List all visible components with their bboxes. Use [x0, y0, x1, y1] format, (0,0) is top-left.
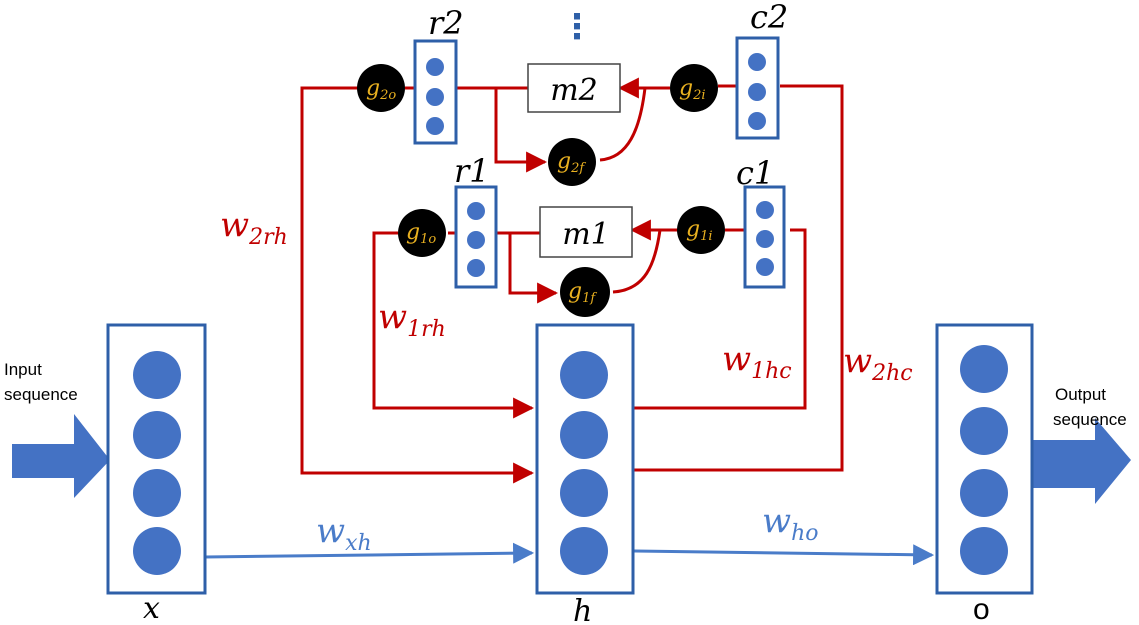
g1i-gate: g1i — [677, 206, 725, 254]
w1rh-line — [372, 231, 535, 419]
ellipsis-label: ⋮ — [560, 7, 594, 47]
who-label: who — [762, 501, 819, 546]
c1-label: c1 — [736, 154, 774, 192]
r1-label: r1 — [454, 152, 490, 190]
o-layer — [935, 323, 1034, 595]
x-label: x — [143, 591, 160, 625]
svg-text:g2i: g2i — [679, 76, 706, 103]
g2i-gate: g2i — [670, 64, 718, 112]
output-sequence-label: sequence — [1053, 410, 1127, 429]
input-arrow — [12, 414, 110, 498]
g2f-to-m2 — [599, 87, 647, 162]
h-layer — [535, 323, 635, 595]
svg-text:g2o: g2o — [366, 76, 396, 103]
o-node — [960, 345, 1008, 393]
w1rh-label: w1rh — [378, 297, 446, 342]
g2f-gate: g2f — [548, 138, 596, 186]
output-arrow — [1033, 418, 1131, 504]
svg-text:m2: m2 — [550, 73, 598, 108]
r1-vector — [454, 185, 498, 289]
x-node — [133, 469, 181, 517]
g2o-gate: g2o — [357, 64, 405, 112]
svg-text:g2f: g2f — [557, 149, 586, 176]
c1-vector — [743, 185, 786, 289]
g1f-to-m1 — [612, 229, 662, 294]
h-node — [560, 527, 608, 575]
x-layer — [106, 323, 207, 595]
g1o-gate: g1o — [398, 209, 446, 257]
w1hc-label: w1hc — [722, 339, 792, 384]
g1f-gate: g1f — [560, 267, 610, 317]
x-node — [133, 527, 181, 575]
input-sequence-label: Input — [4, 360, 42, 379]
r2-vector — [413, 39, 458, 145]
recurrent-connections — [300, 77, 844, 484]
h-node — [560, 351, 608, 399]
m2-box: m2 — [527, 63, 621, 113]
o-node — [960, 527, 1008, 575]
svg-text:m1: m1 — [562, 217, 610, 252]
c2-vector — [735, 36, 780, 140]
r2-to-g2f — [494, 88, 548, 173]
o-node — [960, 469, 1008, 517]
m1-box: m1 — [539, 206, 633, 258]
wxh-label: wxh — [316, 511, 372, 556]
r1-to-g1f — [508, 233, 559, 304]
x-node — [133, 351, 181, 399]
svg-text:g1i: g1i — [686, 217, 713, 244]
h-node — [560, 411, 608, 459]
h-label: h — [573, 594, 592, 625]
o-node — [960, 407, 1008, 455]
svg-text:g1o: g1o — [406, 220, 436, 247]
w2hc-line — [633, 84, 844, 472]
w2rh-line — [300, 86, 535, 484]
w1hc-line — [633, 228, 807, 410]
wxh-line — [204, 542, 535, 564]
c2-label: c2 — [750, 0, 788, 36]
w2rh-label: w2rh — [220, 205, 288, 250]
h-node — [560, 469, 608, 517]
feedforward-connections — [204, 542, 935, 566]
output-sequence-label: Output — [1055, 385, 1106, 404]
svg-text:g1f: g1f — [568, 279, 597, 306]
r2-label: r2 — [428, 4, 464, 42]
who-line — [632, 544, 935, 566]
w2hc-label: w2hc — [843, 341, 913, 386]
input-sequence-label: sequence — [4, 385, 78, 404]
x-node — [133, 411, 181, 459]
o-label: o — [973, 593, 990, 625]
